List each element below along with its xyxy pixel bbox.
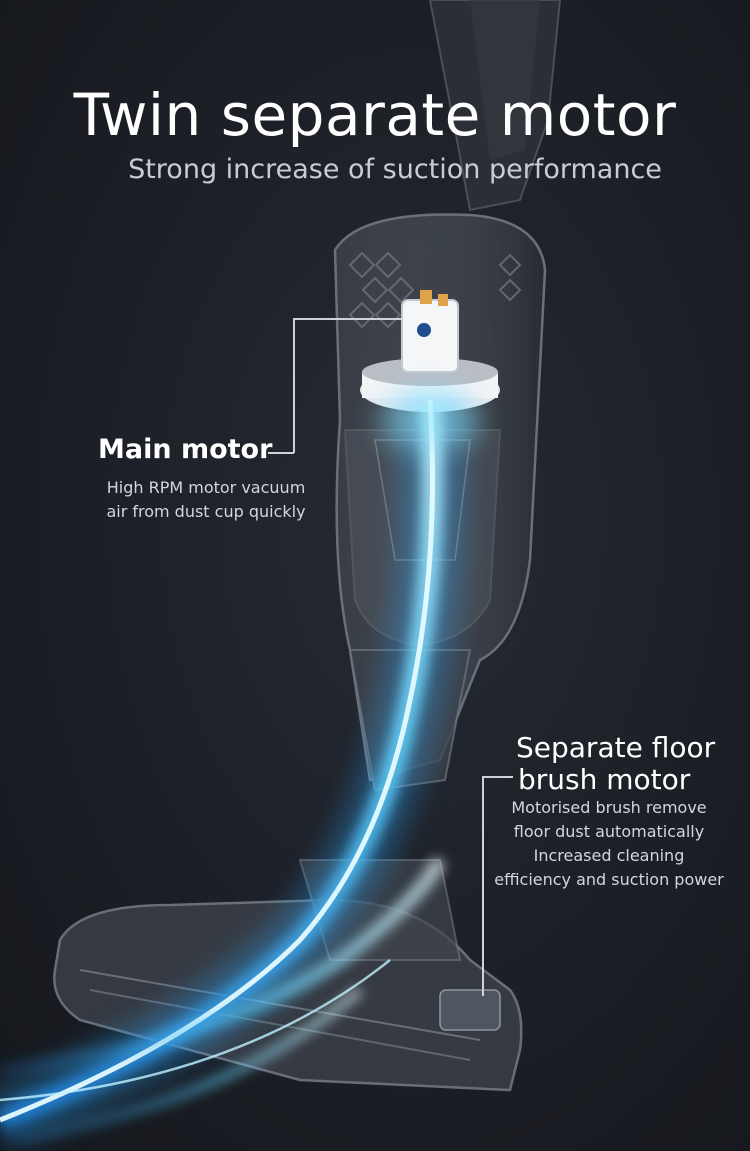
floor-motor-desc-line: efficiency and suction power: [494, 870, 724, 889]
main-motor-leader-horizontal: [268, 452, 294, 454]
floor-motor-leader-vertical: [482, 776, 484, 996]
handle: [428, 0, 562, 212]
airflow-stream: [0, 390, 480, 1148]
main-motor-desc-line: High RPM motor vacuum: [106, 478, 306, 497]
main-motor-desc-line: air from dust cup quickly: [106, 502, 306, 521]
main-motor-description: High RPM motor vacuum air from dust cup …: [92, 476, 320, 524]
subheadline: Strong increase of suction performance: [128, 154, 662, 185]
floor-motor-leader-horizontal: [483, 776, 513, 778]
floor-motor-title-line: Separate floor: [516, 731, 716, 764]
floor-motor-title: Separate floor brush motor: [516, 732, 746, 796]
floor-motor-desc-line: Increased cleaning: [533, 846, 685, 865]
floor-motor-title-line: brush motor: [518, 763, 691, 796]
main-motor-leader-vertical: [293, 318, 295, 453]
floor-motor-description: Motorised brush remove floor dust automa…: [484, 796, 734, 892]
floor-motor-desc-line: floor dust automatically: [513, 822, 705, 841]
floor-motor-desc-line: Motorised brush remove: [511, 798, 707, 817]
main-motor-leader-top: [293, 318, 403, 320]
headline: Twin separate motor: [73, 81, 677, 149]
main-motor-title: Main motor: [98, 434, 273, 465]
